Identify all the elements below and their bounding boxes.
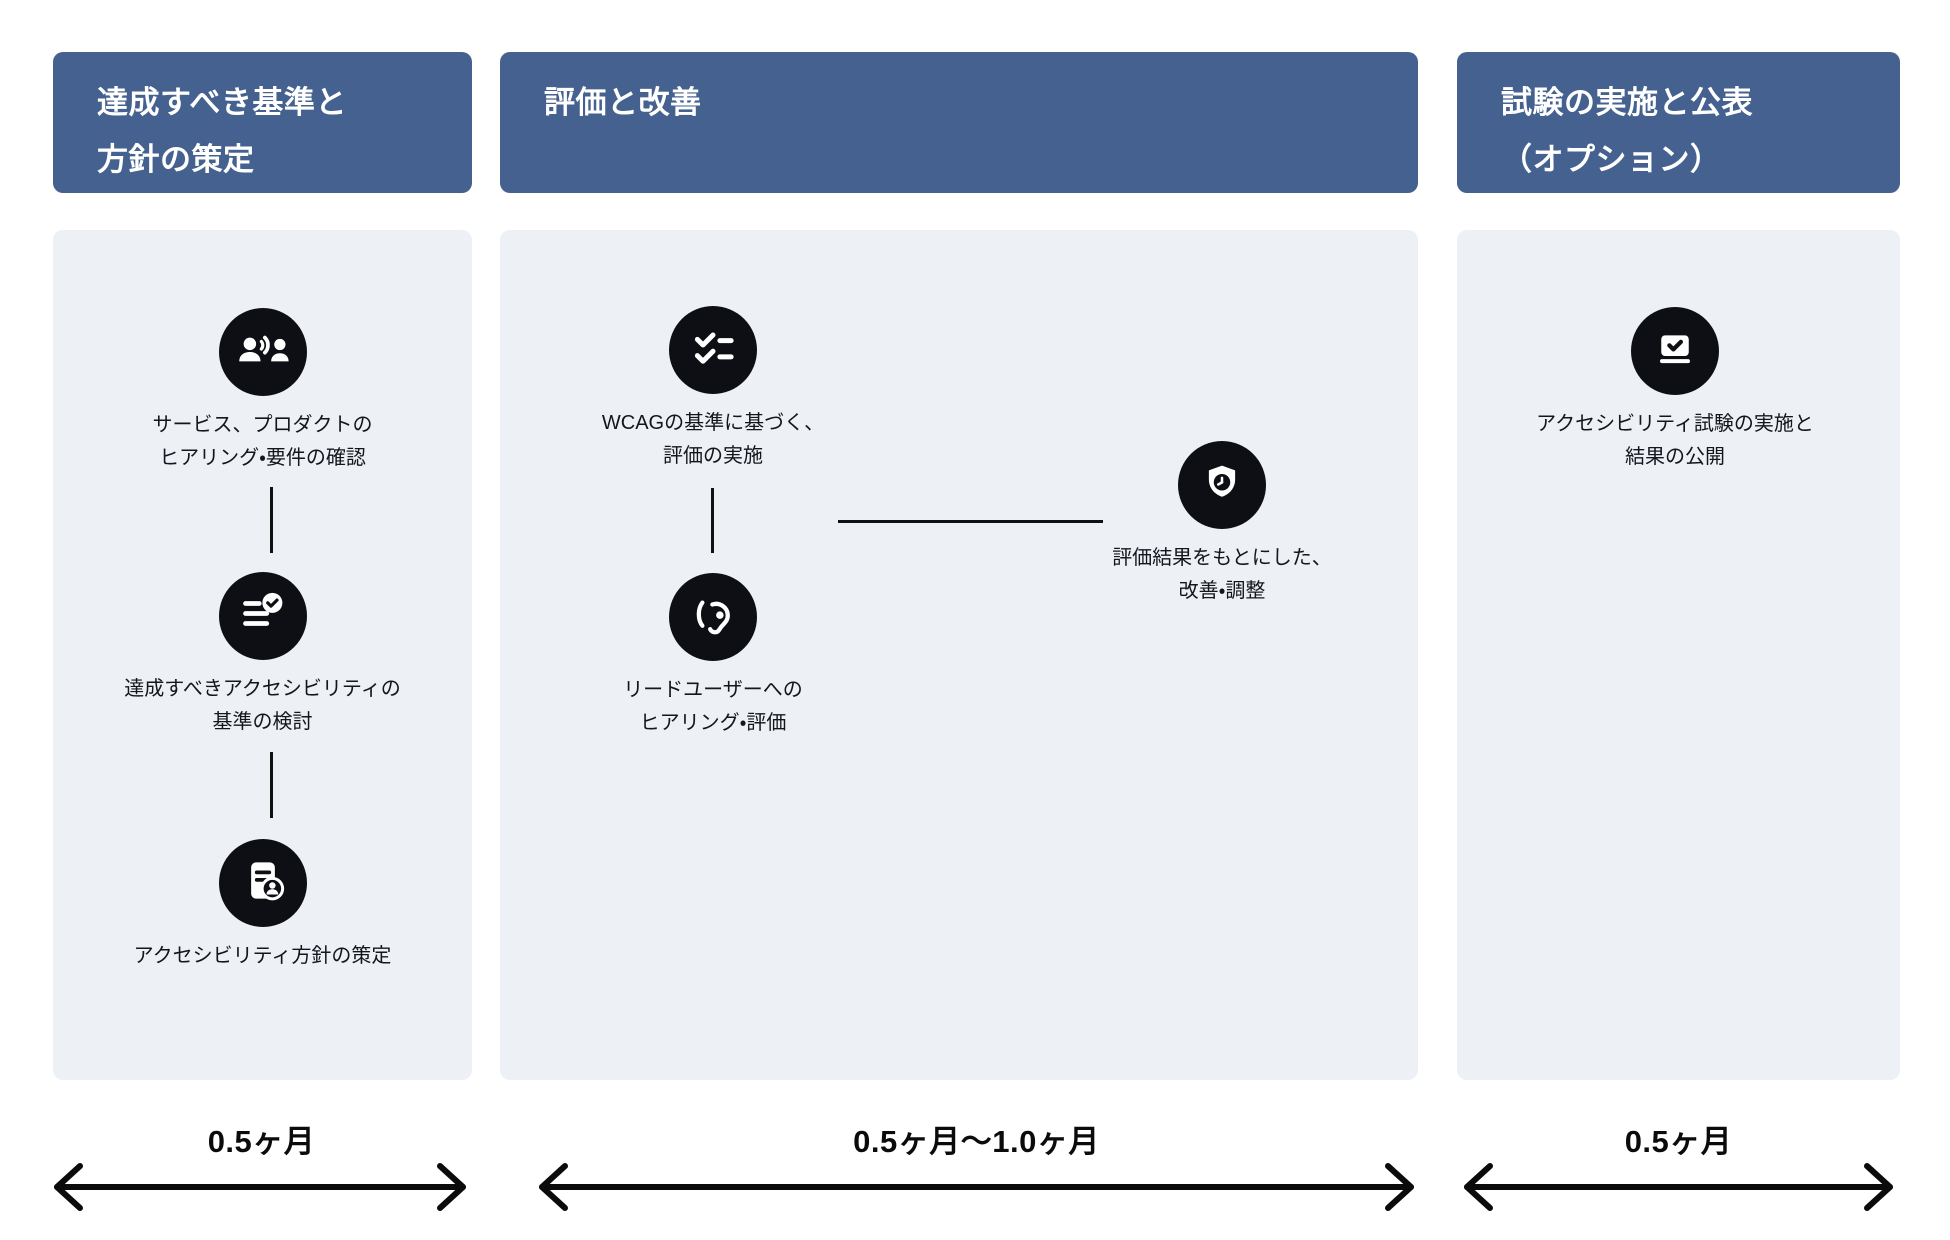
step-label-line: サービス、プロダクトの — [152, 414, 373, 436]
column-title-line: 達成すべき基準と — [97, 85, 347, 120]
connector-line — [270, 752, 273, 818]
step-policy-formulation: アクセシビリティ方針の策定 — [53, 839, 472, 973]
step-service-hearing: サービス、プロダクトの ヒアリング・要件の確認 — [53, 308, 472, 475]
step-label-line: WCAGの基準に基づく、 — [601, 412, 825, 434]
step-criteria-review: 達成すべきアクセシビリティの 基準の検討 — [53, 572, 472, 739]
column-title-line: 評価と改善 — [544, 85, 702, 120]
criteria-check-icon — [218, 572, 307, 660]
laptop-check-icon — [1631, 307, 1719, 395]
step-label: 達成すべきアクセシビリティの 基準の検討 — [124, 673, 400, 739]
step-lead-user-hearing: リードユーザーへの ヒアリング・評価 — [503, 573, 923, 740]
step-accessibility-test: アクセシビリティ試験の実施と 結果の公開 — [1465, 307, 1885, 474]
step-label: WCAGの基準に基づく、 評価の実施 — [602, 407, 824, 473]
column-header-planning: 達成すべき基準と 方針の策定 — [53, 52, 472, 193]
column-panel-testing: アクセシビリティ試験の実施と 結果の公開 — [1457, 230, 1900, 1080]
hearing-icon — [669, 573, 757, 661]
step-label-line: 評価の実施 — [663, 445, 763, 467]
duration-label-testing: 0.5ヶ月 — [1624, 1124, 1733, 1159]
duration-label-planning: 0.5ヶ月 — [207, 1124, 316, 1159]
column-header-evaluation: 評価と改善 — [500, 52, 1418, 193]
shield-clock-icon — [1178, 441, 1266, 529]
step-label-line: 評価結果をもとにした、 — [1112, 547, 1332, 569]
column-title-line: （オプション） — [1501, 142, 1722, 177]
step-label-line: 基準の検討 — [212, 711, 313, 733]
step-label: アクセシビリティ方針の策定 — [134, 940, 392, 973]
timeline-arrow-evaluation — [532, 1155, 1421, 1219]
step-label-line: ヒアリング・評価 — [639, 712, 787, 734]
column-panel-planning: サービス、プロダクトの ヒアリング・要件の確認 達成すべきアクセシビリティの 基… — [53, 230, 472, 1080]
step-label: アクセシビリティ試験の実施と 結果の公開 — [1536, 408, 1814, 474]
column-header-testing: 試験の実施と公表 （オプション） — [1457, 52, 1900, 193]
step-label-line: ヒアリング・要件の確認 — [159, 447, 366, 469]
column-title-line: 試験の実施と公表 — [1501, 85, 1753, 120]
step-label: 評価結果をもとにした、 改善・調整 — [1112, 542, 1332, 608]
column-title-line: 方針の策定 — [97, 142, 255, 177]
checklist-icon — [669, 306, 757, 394]
step-label-line: 達成すべきアクセシビリティの — [124, 678, 401, 700]
policy-document-icon — [218, 839, 307, 927]
timeline-arrow-planning — [47, 1155, 473, 1219]
step-improvement-adjustment: 評価結果をもとにした、 改善・調整 — [1012, 441, 1432, 608]
step-wcag-evaluation: WCAGの基準に基づく、 評価の実施 — [503, 306, 923, 473]
step-label-line: アクセシビリティ方針の策定 — [133, 945, 392, 967]
timeline-arrow-testing — [1457, 1155, 1900, 1219]
connector-line — [838, 520, 1103, 523]
step-label: サービス、プロダクトの ヒアリング・要件の確認 — [153, 409, 373, 475]
connector-line — [270, 487, 273, 553]
step-label: リードユーザーへの ヒアリング・評価 — [623, 674, 803, 740]
step-label-line: アクセシビリティ試験の実施と — [1536, 413, 1814, 435]
interview-icon — [218, 308, 307, 396]
column-panel-evaluation: WCAGの基準に基づく、 評価の実施 リードユーザーへの ヒアリング・評価 — [500, 230, 1418, 1080]
connector-line — [711, 488, 714, 553]
step-label-line: 結果の公開 — [1625, 446, 1725, 468]
duration-label-evaluation: 0.5ヶ月～1.0ヶ月 — [853, 1124, 1100, 1159]
step-label-line: 改善・調整 — [1178, 580, 1266, 602]
step-label-line: リードユーザーへの — [623, 679, 803, 701]
